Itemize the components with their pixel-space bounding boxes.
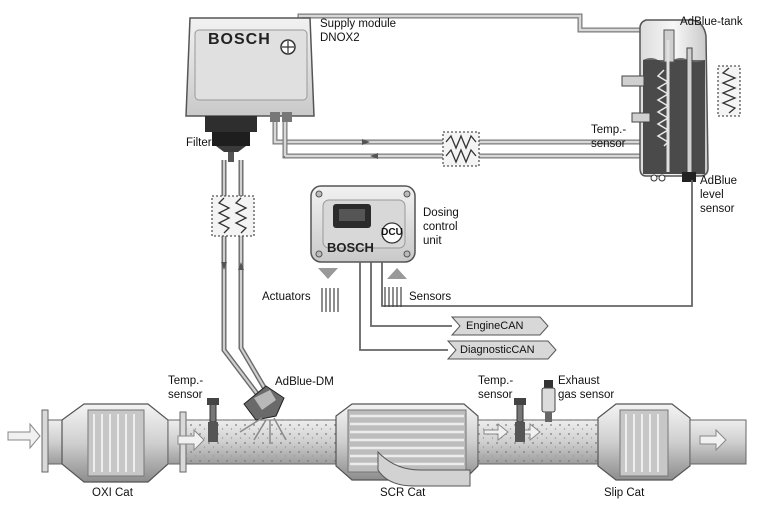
oxi-cat-label: OXI Cat [92, 487, 133, 499]
exhaust-gas-sensor-label: Exhaust [558, 375, 600, 387]
adblue-tank-label: AdBlue-tank [680, 16, 743, 28]
actuators-arrow-icon [318, 268, 339, 312]
filter-label: Filter [186, 137, 212, 149]
supply-module-label: Supply module [320, 18, 397, 30]
line-heater-icon [442, 131, 480, 167]
sensors-arrow-icon [384, 268, 407, 307]
exhaust-gas-sensor-icon [541, 380, 556, 422]
dcu-label: control [423, 221, 458, 233]
temp-sensor-icon [514, 398, 526, 442]
tank-heater-icon [717, 65, 741, 117]
temp-sensor-label: sensor [478, 389, 513, 401]
dosing-control-unit [310, 185, 416, 263]
signal-lines [359, 180, 693, 351]
dosing-module-label: AdBlue-DM [275, 376, 334, 388]
engine-can-tag: EngineCAN [466, 320, 524, 332]
can-tags [446, 316, 557, 360]
scr-cat-label: SCR Cat [380, 487, 426, 499]
dosing-module-icon [239, 385, 287, 444]
sensors-label: Sensors [409, 291, 452, 303]
dosing-lines [221, 160, 271, 397]
flow-arrow-icon [221, 262, 244, 270]
temp-sensor-icon [207, 398, 219, 442]
dcu-label: Dosing [423, 207, 459, 219]
flow-arrow-icon [362, 139, 378, 159]
tank-temp-sensor-label: Temp.- [591, 124, 627, 136]
supply-module [185, 17, 315, 162]
adblue-tank [621, 19, 709, 182]
diagnostic-can-tag: DiagnosticCAN [460, 344, 535, 356]
supply-module-model: DNOX2 [320, 32, 360, 44]
level-sensor-label: level [700, 189, 724, 201]
dcu-badge: DCU [381, 227, 403, 238]
temp-sensor-label: Temp.- [168, 375, 204, 387]
exhaust-system [7, 403, 747, 487]
exhaust-gas-sensor-label: gas sensor [558, 389, 615, 401]
temp-sensor-label: sensor [168, 389, 203, 401]
level-sensor-label: AdBlue [700, 175, 738, 187]
temp-sensor-label: Temp.- [478, 375, 514, 387]
supply-module-brand: BOSCH [208, 31, 271, 48]
dcu-brand: BOSCH [327, 240, 374, 255]
slip-cat-label: Slip Cat [604, 487, 645, 499]
level-sensor-label: sensor [700, 203, 735, 215]
line-heater-icon [211, 195, 255, 237]
actuators-label: Actuators [262, 291, 311, 303]
dcu-label: unit [423, 235, 442, 247]
tank-temp-sensor-label: sensor [591, 138, 626, 150]
